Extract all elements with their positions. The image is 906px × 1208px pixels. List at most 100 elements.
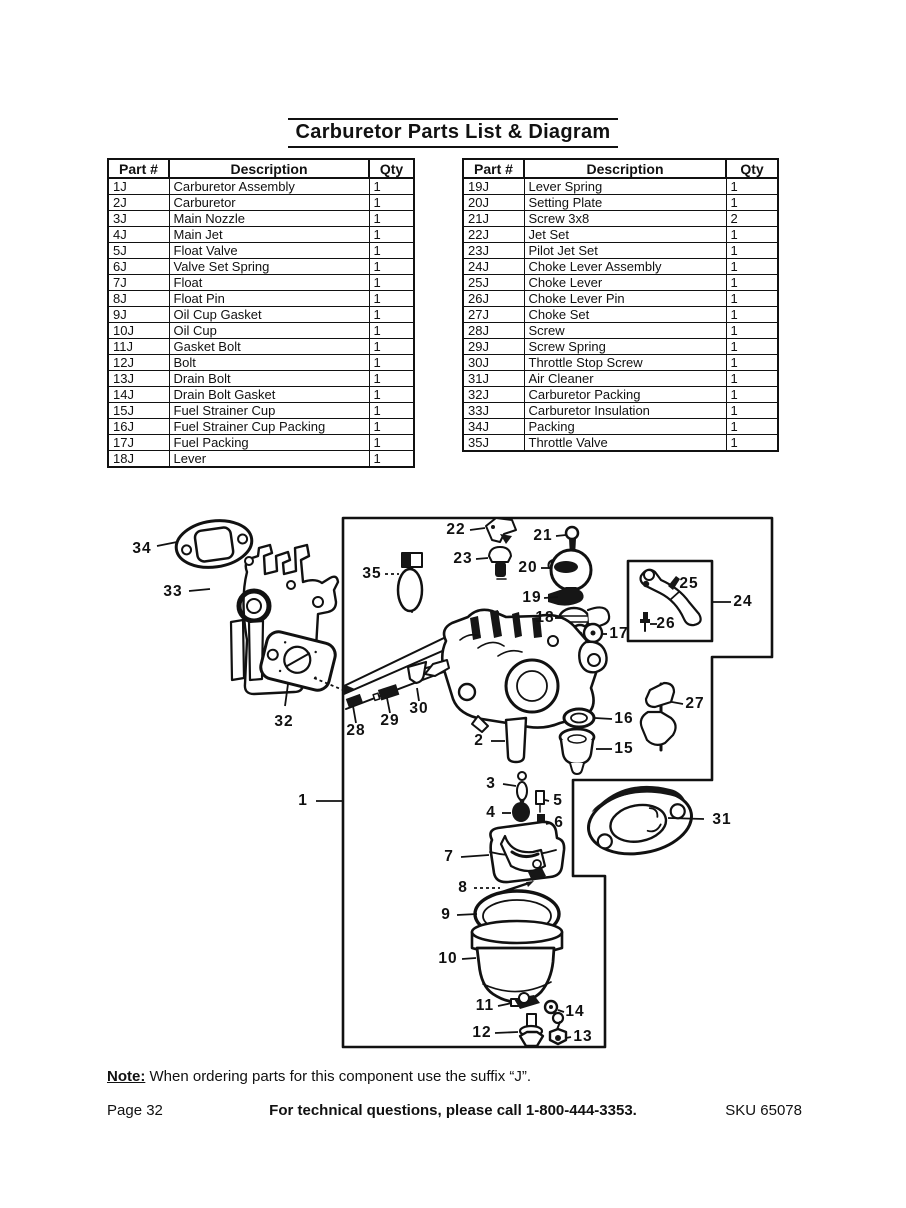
table-cell: 1: [368, 418, 415, 435]
table-cell: Fuel Packing: [168, 434, 370, 451]
leader-line-14: [557, 1009, 565, 1013]
leader-line-11: [497, 1002, 513, 1007]
note-line: Note: When ordering parts for this compo…: [107, 1068, 531, 1085]
leader-line-13: [565, 1036, 572, 1039]
table-cell: 28J: [462, 322, 525, 339]
title-wrap: Carburetor Parts List & Diagram: [0, 118, 906, 148]
table-cell: 20J: [462, 194, 525, 211]
table-cell: 21J: [462, 210, 525, 227]
leader-line-27: [671, 701, 684, 705]
leader-line-19: [543, 596, 559, 599]
table-cell: 4J: [107, 226, 170, 243]
table-cell: 16J: [107, 418, 170, 435]
table-cell: 14J: [107, 386, 170, 403]
table-cell: 31J: [462, 370, 525, 387]
table-cell: Screw Spring: [523, 338, 727, 355]
table-cell: 1: [725, 402, 779, 419]
table-cell: 1J: [107, 177, 170, 195]
table-cell: 1: [368, 274, 415, 291]
table-cell: 25J: [462, 274, 525, 291]
part-29-screw-spring: [372, 684, 400, 702]
column-header: Description: [523, 158, 727, 179]
leader-line-16: [594, 717, 613, 720]
table-cell: 11J: [107, 338, 170, 355]
table-cell: 1: [368, 402, 415, 419]
leader-line-22: [469, 527, 486, 531]
table-cell: 1: [725, 258, 779, 275]
leader-line-6: [545, 822, 551, 825]
leader-line-12: [494, 1031, 519, 1034]
table-cell: 1: [368, 386, 415, 403]
table-cell: 5J: [107, 242, 170, 259]
leader-line-9: [456, 913, 478, 916]
table-cell: 1: [368, 338, 415, 355]
callout-11: 11: [476, 997, 494, 1014]
footer-sku: SKU 65078: [725, 1102, 802, 1119]
leader-line-31: [667, 817, 705, 820]
page-title: Carburetor Parts List & Diagram: [287, 118, 619, 148]
leader-line-28: [352, 705, 357, 724]
table-cell: 7J: [107, 274, 170, 291]
table-cell: Carburetor Packing: [523, 386, 727, 403]
table-cell: 1: [368, 226, 415, 243]
table-cell: 1: [368, 370, 415, 387]
part-9-oil-cup-gasket: [473, 889, 561, 939]
leader-line-34: [156, 541, 178, 547]
leader-line-32: [284, 683, 289, 707]
callout-14: 14: [565, 1003, 584, 1020]
table-cell: 35J: [462, 434, 525, 452]
note-label: Note:: [107, 1068, 146, 1085]
callout-16: 16: [614, 710, 633, 727]
part-8-float-pin: [500, 881, 534, 894]
page-footer: For technical questions, please call 1-8…: [0, 1102, 906, 1122]
table-cell: 1: [725, 322, 779, 339]
callout-18: 18: [535, 609, 554, 626]
leader-line-10: [461, 957, 477, 960]
part-13-drain-bolt: [548, 1021, 568, 1046]
table-cell: 19J: [462, 177, 525, 195]
table-cell: 1: [368, 354, 415, 371]
part-28-screw: [345, 693, 363, 708]
table-cell: 26J: [462, 290, 525, 307]
table-cell: 1: [725, 354, 779, 371]
table-cell: Oil Cup: [168, 322, 370, 339]
table-cell: 27J: [462, 306, 525, 323]
table-cell: 17J: [107, 434, 170, 451]
table-cell: 6J: [107, 258, 170, 275]
leader-line-29: [386, 697, 391, 714]
part-20-setting-chamber: [547, 548, 593, 596]
part-27-choke-set: [639, 681, 677, 752]
callout-22: 22: [446, 521, 465, 538]
table-cell: 1: [725, 306, 779, 323]
part-19-lever-spring: [548, 588, 584, 606]
table-cell: 23J: [462, 242, 525, 259]
callout-12: 12: [472, 1024, 491, 1041]
callout-34: 34: [132, 540, 151, 557]
part-31-air-cleaner: [587, 785, 693, 856]
column-header: Qty: [725, 158, 779, 179]
callout-24: 24: [733, 593, 752, 610]
column-header: Qty: [368, 158, 415, 179]
callout-9: 9: [441, 906, 451, 923]
table-cell: Float Pin: [168, 290, 370, 307]
table-cell: Setting Plate: [523, 194, 727, 211]
callout-4: 4: [486, 804, 496, 821]
table-cell: Float: [168, 274, 370, 291]
